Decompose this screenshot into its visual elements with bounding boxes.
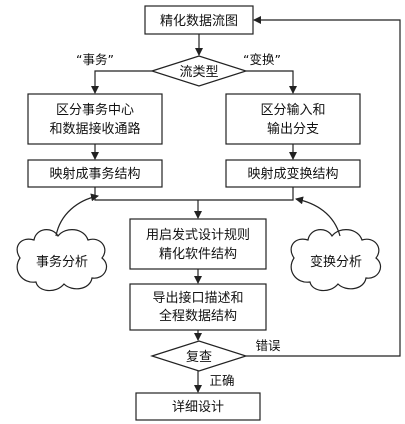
arrow-flowtype-to-transform [246, 70, 297, 94]
arrow-transaction-cloud [55, 193, 99, 237]
transform-analysis-text: 变换分析 [310, 254, 362, 270]
heuristic-refine-box [129, 218, 267, 270]
export-interface-line1: 导出接口描述和 [152, 290, 243, 306]
export-interface-box [129, 283, 267, 331]
refine-dfd-text: 精化数据流图 [160, 14, 238, 29]
label-error: 错误 [255, 338, 281, 353]
merge-line [94, 187, 294, 201]
separate-io-line2: 输出分支 [267, 121, 319, 137]
separate-transaction-line2: 和数据接收通路 [49, 121, 140, 137]
transaction-analysis-text: 事务分析 [36, 254, 88, 270]
review-text: 复查 [186, 350, 212, 365]
label-correct: 正确 [209, 373, 234, 388]
refine-dfd-box [144, 5, 254, 35]
detailed-design-box [135, 392, 261, 421]
transaction-analysis-cloud [16, 229, 107, 292]
export-interface-line2: 全程数据结构 [159, 308, 237, 324]
transform-analysis-cloud [290, 229, 381, 292]
separate-io-box [225, 93, 361, 145]
map-transform-text: 映射成变换结构 [247, 166, 338, 182]
separate-transaction-line1: 区分事务中心 [56, 102, 134, 118]
flow-type-text: 流类型 [179, 65, 218, 80]
heuristic-refine-line2: 精化软件结构 [159, 247, 237, 262]
detailed-design-text: 详细设计 [172, 400, 224, 415]
label-transaction: “事务” [76, 52, 114, 67]
separate-io-line1: 区分输入和 [260, 102, 325, 118]
arrow-error-feedback [246, 16, 401, 357]
heuristic-refine-line1: 用启发式设计规则 [146, 227, 250, 243]
label-transform: “变换” [243, 52, 281, 67]
arrow-flowtype-to-transaction [91, 70, 152, 94]
arrow-transform-cloud [295, 196, 341, 237]
map-transaction-text: 映射成事务结构 [49, 166, 140, 182]
map-transaction-box [27, 159, 163, 188]
